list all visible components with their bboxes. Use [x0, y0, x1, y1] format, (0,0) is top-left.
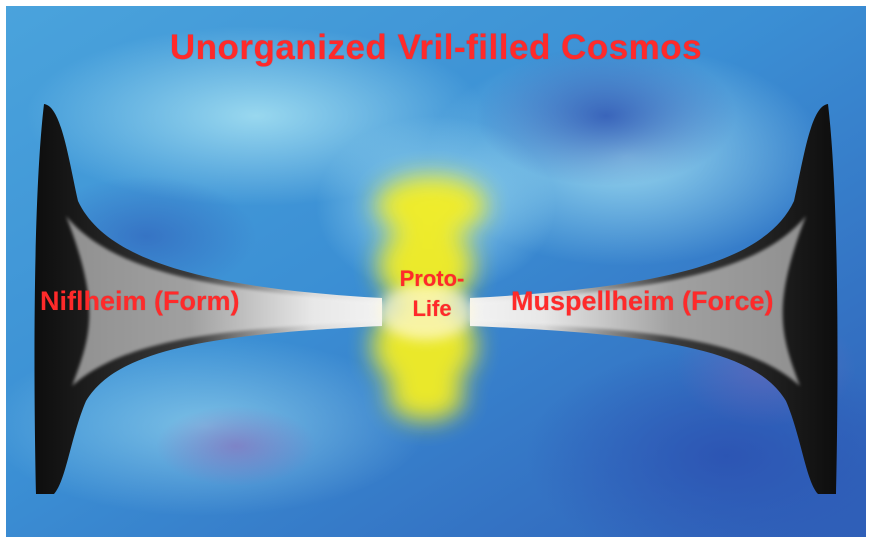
cosmos-diagram: Unorganized Vril-filled Cosmos Niflheim … — [6, 6, 866, 537]
diagram-title: Unorganized Vril-filled Cosmos — [6, 28, 866, 68]
proto-life-label: Proto- Life — [382, 264, 482, 325]
proto-life-label-line1: Proto- — [382, 264, 482, 294]
niflheim-label: Niflheim (Form) — [40, 286, 240, 317]
proto-life-label-line2: Life — [382, 294, 482, 324]
muspellheim-label: Muspellheim (Force) — [511, 286, 774, 317]
